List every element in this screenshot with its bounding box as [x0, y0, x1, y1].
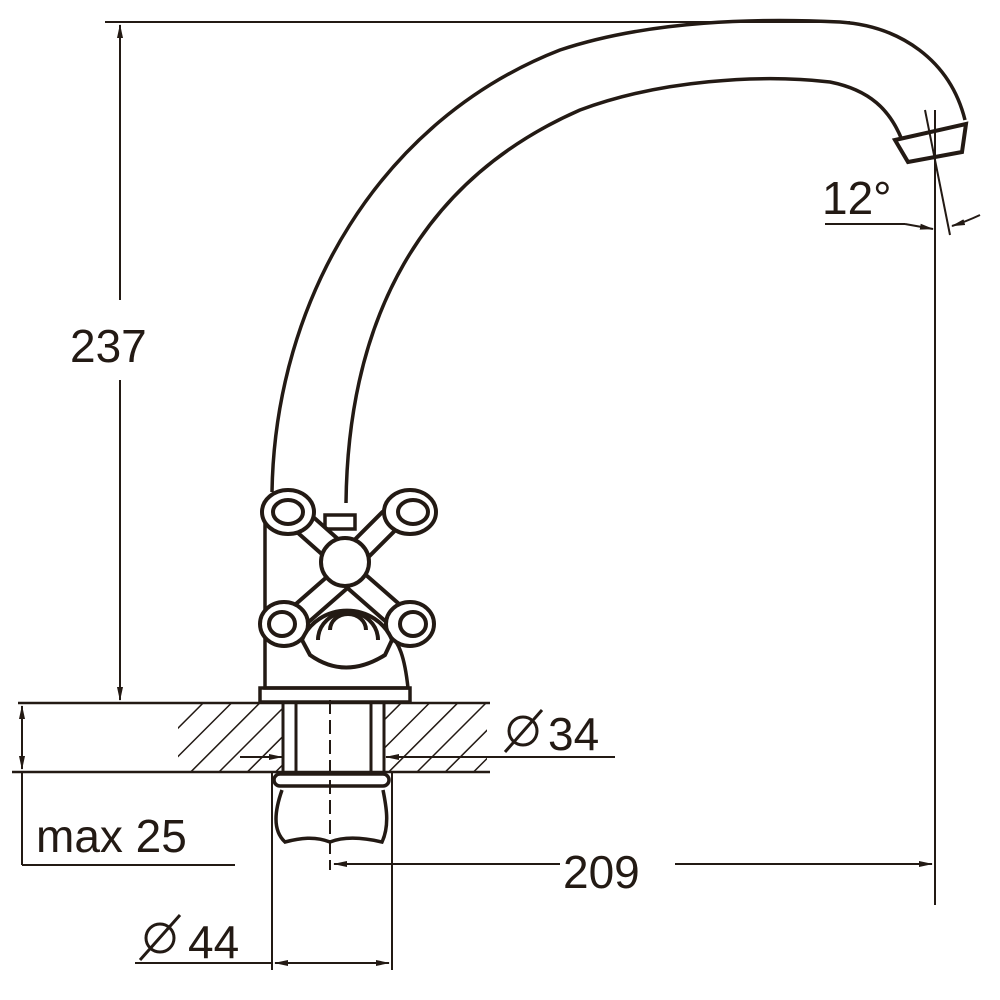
diameter-icon — [503, 709, 544, 753]
mount-hole-dimension: 34 — [240, 708, 615, 760]
height-dimension: 237 — [70, 21, 850, 701]
height-label: 237 — [70, 320, 147, 372]
diameter-icon — [138, 914, 182, 961]
countertop-section — [12, 701, 490, 774]
angle-label: 12° — [822, 172, 892, 224]
faucet-body — [258, 513, 412, 704]
cross-handle — [258, 488, 438, 670]
max-thickness-label: max 25 — [36, 810, 187, 862]
reach-dimension: 209 — [333, 846, 933, 898]
base-diameter-dimension: 44 — [135, 772, 393, 970]
mount-hole-label: 34 — [548, 708, 599, 760]
base-diameter-label: 44 — [188, 916, 239, 968]
reach-label: 209 — [563, 846, 640, 898]
countertop-thickness-dimension: max 25 — [19, 705, 235, 866]
mounting-shank — [272, 700, 391, 870]
spout — [270, 18, 969, 504]
angle-dimension: 12° — [822, 109, 981, 905]
